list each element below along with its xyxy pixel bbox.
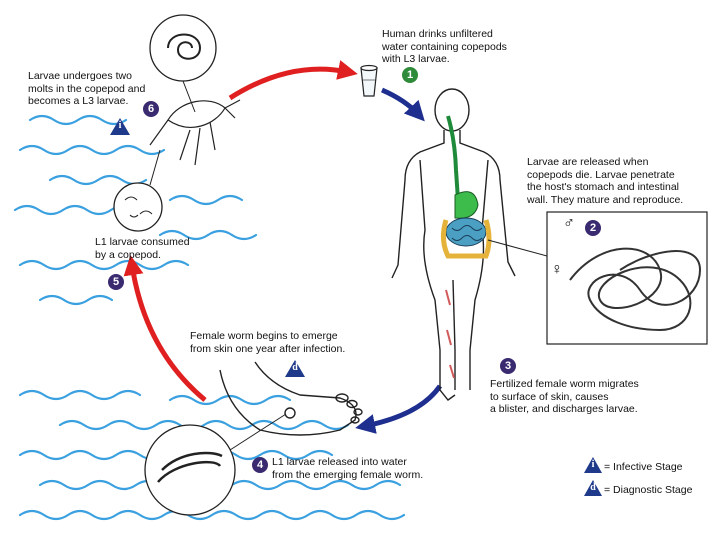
coiled-larva — [167, 33, 202, 60]
intestines — [440, 217, 492, 259]
copepod-l1-inset — [113, 182, 163, 232]
step-4-badge: 4 — [252, 457, 268, 473]
arrow-3-to-4 — [355, 384, 443, 434]
step-2-badge: 2 — [585, 220, 601, 236]
step-5-text: L1 larvae consumed by a copepod. — [95, 236, 190, 261]
inset-connector-top — [182, 80, 196, 113]
foot — [219, 361, 363, 436]
step-5-badge: 5 — [108, 274, 124, 290]
infective-marker-icon: i — [110, 118, 130, 135]
stomach — [454, 191, 479, 219]
legend-diagnostic-label: = Diagnostic Stage — [604, 484, 693, 496]
female-symbol: ♀ — [551, 261, 563, 278]
worm-box-connector — [487, 239, 548, 257]
legend-diagnostic-icon: d — [584, 480, 602, 496]
step-3-text: Fertilized female worm migrates to surfa… — [490, 378, 639, 415]
inset-connector-l1 — [149, 149, 161, 186]
arrow-4-to-5 — [123, 255, 207, 402]
legend-infective-icon: i — [584, 457, 602, 473]
step-6-text: Larvae undergoes two molts in the copepo… — [28, 70, 146, 107]
legend-infective-label: = Infective Stage — [604, 461, 683, 473]
copepod — [149, 99, 241, 166]
arrow-1-to-2 — [381, 87, 425, 122]
arrow-6-to-1 — [228, 60, 358, 101]
l1-larvae — [157, 451, 223, 483]
esophagus — [446, 115, 460, 201]
small-copepods — [124, 196, 153, 218]
male-symbol: ♂ — [563, 215, 575, 232]
inset-connector-foot — [229, 413, 287, 451]
adult-worms — [569, 247, 702, 332]
step-6-badge: 6 — [143, 101, 159, 117]
step-4-text: L1 larvae released into water from the e… — [272, 456, 424, 481]
step-2-text: Larvae are released when copepods die. L… — [527, 156, 684, 206]
water-glass — [360, 64, 378, 97]
diagnostic-marker-icon: d — [285, 360, 305, 377]
l1-larvae-inset — [144, 424, 236, 516]
step-3-badge: 3 — [500, 358, 516, 374]
emerge-note: Female worm begins to emerge from skin o… — [190, 330, 346, 355]
copepod-larva-inset — [149, 14, 217, 82]
leg-worm-marks — [445, 289, 455, 379]
human-figure — [391, 88, 516, 401]
step-1-badge: 1 — [402, 67, 418, 83]
step-1-text: Human drinks unfiltered water containing… — [382, 28, 507, 65]
